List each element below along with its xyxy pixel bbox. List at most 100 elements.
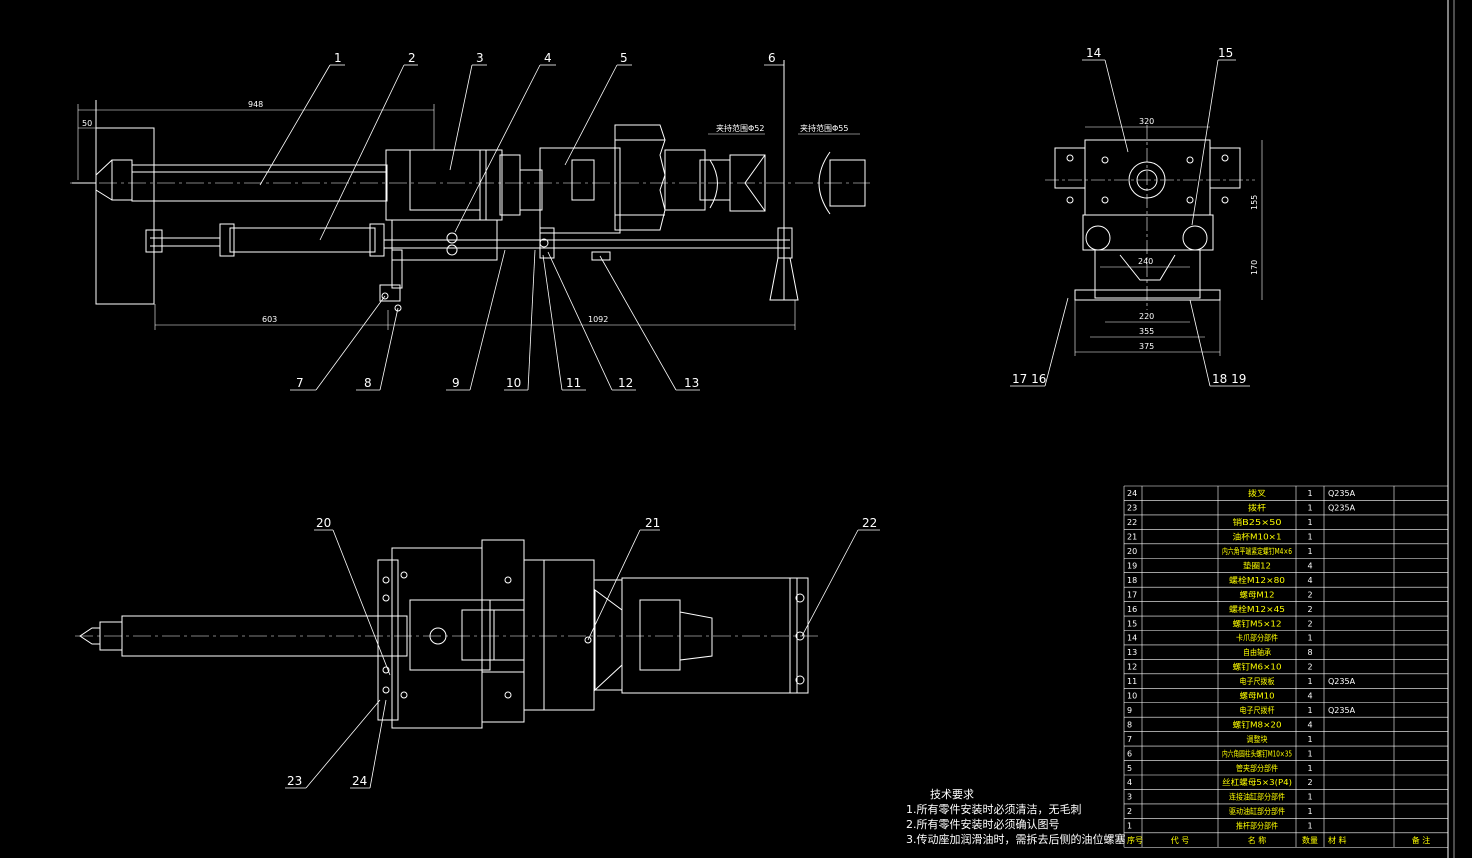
balloon-21: 21 bbox=[645, 516, 660, 530]
bom-cell-qty: 1 bbox=[1307, 764, 1312, 773]
bom-cell-no: 3 bbox=[1127, 793, 1132, 802]
dim-50: 50 bbox=[82, 119, 92, 128]
balloon-14: 14 bbox=[1086, 46, 1101, 60]
bom-cell-no: 14 bbox=[1127, 634, 1137, 643]
bom-cell-name: 管夹部分部件 bbox=[1236, 763, 1278, 773]
bom-cell-no: 2 bbox=[1127, 807, 1132, 816]
tech-line-3: 3.传动座加润滑油时，需拆去后侧的油位螺塞 bbox=[906, 832, 1126, 846]
bom-cell-qty: 1 bbox=[1307, 807, 1312, 816]
front-view-dimensions: 948 50 603 1092 夹持范围Φ52 夹持范围Φ55 bbox=[82, 100, 848, 324]
balloon-6: 6 bbox=[768, 51, 776, 65]
balloon-8: 8 bbox=[364, 376, 372, 390]
bom-cell-name: 螺母M10 bbox=[1240, 691, 1275, 701]
bom-cell-name: 螺钉M5×12 bbox=[1233, 618, 1282, 628]
bom-cell-no: 12 bbox=[1127, 663, 1137, 672]
bom-cell-no: 24 bbox=[1127, 489, 1137, 498]
balloon-5: 5 bbox=[620, 51, 628, 65]
dim-170: 170 bbox=[1250, 260, 1259, 275]
bom-cell-material: Q235A bbox=[1328, 677, 1356, 686]
bom-cell-qty: 2 bbox=[1307, 605, 1312, 614]
front-view-balloons: 1 2 3 4 5 6 7 8 9 10 11 12 13 bbox=[296, 51, 776, 390]
bom-cell-name: 螺栓M12×45 bbox=[1229, 604, 1285, 614]
bom-cell-qty: 2 bbox=[1307, 663, 1312, 672]
bom-cell-name: 卡爪部分部件 bbox=[1236, 633, 1278, 643]
bom-cell-no: 9 bbox=[1127, 706, 1132, 715]
dim-range-a: 夹持范围Φ52 bbox=[716, 123, 764, 133]
bom-header-name: 名 称 bbox=[1248, 835, 1267, 845]
bom-cell-no: 15 bbox=[1127, 619, 1137, 628]
bom-cell-no: 17 bbox=[1127, 590, 1137, 599]
dim-1092: 1092 bbox=[588, 315, 608, 324]
bom-cell-qty: 4 bbox=[1307, 720, 1312, 729]
bom-cell-no: 7 bbox=[1127, 735, 1132, 744]
balloon-17-16: 17 16 bbox=[1012, 372, 1046, 386]
bom-header-no: 序号 bbox=[1127, 835, 1143, 845]
bom-cell-no: 10 bbox=[1127, 692, 1137, 701]
bom-cell-name: 螺母M12 bbox=[1240, 589, 1275, 599]
bom-cell-no: 13 bbox=[1127, 648, 1137, 657]
bom-cell-qty: 1 bbox=[1307, 735, 1312, 744]
bom-cell-no: 16 bbox=[1127, 605, 1137, 614]
bom-cell-name: 推杆部分部件 bbox=[1236, 821, 1278, 831]
bom-cell-name: 油杯M10×1 bbox=[1233, 532, 1282, 542]
bom-cell-name: 螺钉M6×10 bbox=[1233, 662, 1282, 672]
bom-cell-qty: 4 bbox=[1307, 692, 1312, 701]
bom-cell-no: 1 bbox=[1127, 822, 1132, 831]
bom-cell-qty: 1 bbox=[1307, 547, 1312, 556]
bom-cell-qty: 1 bbox=[1307, 504, 1312, 513]
dim-948: 948 bbox=[248, 100, 263, 109]
bom-cell-no: 8 bbox=[1127, 720, 1132, 729]
bom-cell-qty: 2 bbox=[1307, 590, 1312, 599]
dim-320: 320 bbox=[1139, 117, 1154, 126]
top-view-balloons: 20 21 22 23 24 bbox=[287, 516, 877, 788]
bom-cell-no: 6 bbox=[1127, 749, 1132, 758]
bom-cell-name: 螺钉M8×20 bbox=[1233, 719, 1282, 729]
bom-cell-no: 18 bbox=[1127, 576, 1137, 585]
bom-cell-name: 拨叉 bbox=[1248, 488, 1266, 498]
bom-cell-name: 内六角圆柱头螺钉M10×35 bbox=[1222, 748, 1292, 758]
dim-155: 155 bbox=[1250, 195, 1259, 210]
technical-requirements: 技术要求 1.所有零件安装时必须清洁，无毛刺 2.所有零件安装时必须确认图号 3… bbox=[906, 788, 1126, 846]
bom-cell-name: 自由轴承 bbox=[1243, 647, 1271, 657]
balloon-15: 15 bbox=[1218, 46, 1233, 60]
balloon-7: 7 bbox=[296, 376, 304, 390]
bom-cell-qty: 4 bbox=[1307, 576, 1312, 585]
tech-line-2: 2.所有零件安装时必须确认图号 bbox=[906, 817, 1060, 831]
bom-cell-qty: 1 bbox=[1307, 793, 1312, 802]
bom-cell-qty: 1 bbox=[1307, 518, 1312, 527]
bom-cell-no: 20 bbox=[1127, 547, 1137, 556]
bom-cell-name: 螺栓M12×80 bbox=[1229, 575, 1285, 585]
balloon-12: 12 bbox=[618, 376, 633, 390]
balloon-3: 3 bbox=[476, 51, 484, 65]
bom-cell-qty: 2 bbox=[1307, 619, 1312, 628]
bom-cell-name: 销B25×50 bbox=[1233, 517, 1282, 527]
bom-cell-qty: 1 bbox=[1307, 822, 1312, 831]
dim-355: 355 bbox=[1139, 327, 1154, 336]
balloon-2: 2 bbox=[408, 51, 416, 65]
side-view bbox=[1010, 59, 1263, 387]
balloon-20: 20 bbox=[316, 516, 331, 530]
dim-375: 375 bbox=[1139, 342, 1154, 351]
bom-cell-no: 5 bbox=[1127, 764, 1132, 773]
balloon-10: 10 bbox=[506, 376, 521, 390]
balloon-1: 1 bbox=[334, 51, 342, 65]
bom-cell-no: 4 bbox=[1127, 778, 1132, 787]
bom-cell-no: 11 bbox=[1127, 677, 1137, 686]
bom-cell-name: 垫圈12 bbox=[1243, 560, 1271, 570]
tech-line-1: 1.所有零件安装时必须清洁，无毛刺 bbox=[906, 802, 1082, 816]
balloon-4: 4 bbox=[544, 51, 552, 65]
bom-header-material: 材 料 bbox=[1328, 835, 1347, 845]
dim-220: 220 bbox=[1139, 312, 1154, 321]
bom-cell-name: 丝杠螺母5×3(P4) bbox=[1222, 777, 1292, 787]
bom-cell-qty: 2 bbox=[1307, 778, 1312, 787]
bom-cell-name: 内六角平端紧定螺钉M4×6 bbox=[1222, 546, 1292, 556]
dim-range-b: 夹持范围Φ55 bbox=[800, 123, 848, 133]
bom-header-note: 备 注 bbox=[1412, 835, 1431, 845]
bom-cell-name: 电子尺拨杆 bbox=[1240, 705, 1275, 715]
balloon-18-19: 18 19 bbox=[1212, 372, 1246, 386]
bom-cell-name: 调整块 bbox=[1247, 734, 1268, 744]
balloon-13: 13 bbox=[684, 376, 699, 390]
balloon-11: 11 bbox=[566, 376, 581, 390]
bom-cell-qty: 4 bbox=[1307, 561, 1312, 570]
